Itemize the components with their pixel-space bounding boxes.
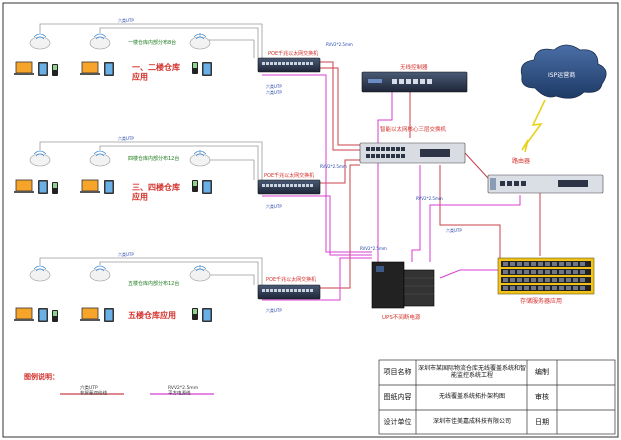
- cable-tag: RVV2*2.5mm: [320, 164, 347, 169]
- tablet-icon: [104, 308, 114, 322]
- tablet-icon: [202, 62, 212, 76]
- handheld-terminal-icon: [192, 180, 198, 192]
- tablet-icon: [104, 180, 114, 194]
- router: [487, 174, 604, 194]
- cable-tag: 六类UTP: [266, 89, 282, 95]
- switch-label: POE千兆以太网交换机: [266, 276, 316, 283]
- drawing-label: 图纸内容: [383, 393, 412, 402]
- isp-cloud-icon: [520, 44, 607, 99]
- tablet-icon: [38, 180, 48, 194]
- area-label: 五楼仓库应用: [128, 310, 176, 320]
- laptop-icon: [14, 307, 34, 321]
- access-point-icon: [29, 150, 51, 167]
- cable-tag: 六类UTP: [266, 83, 282, 89]
- cable-tag: 六类UTP: [118, 135, 134, 141]
- poe-switch: [257, 179, 321, 195]
- title-block: [378, 359, 616, 435]
- access-point-icon: [29, 265, 51, 282]
- tablet-icon: [38, 308, 48, 322]
- cable-tag: 六类UTP: [446, 227, 462, 233]
- cable-tag: RVV2*2.5mm: [360, 246, 387, 251]
- designer-label: 设计单位: [383, 417, 412, 426]
- legend-title: 图例说明：: [24, 372, 59, 381]
- tablet-icon: [38, 62, 48, 76]
- laptop-icon: [14, 61, 34, 75]
- project-name-value: 深圳市某国际物流仓库无线覆盖系统和智能监控系统工程: [418, 365, 527, 379]
- controller-label: 无线控制器: [400, 63, 428, 71]
- floor-1-group: 一楼仓库内部分布8台 一、二楼仓库应用 POE千兆以太网交换机: [14, 33, 321, 82]
- tablet-icon: [202, 180, 212, 194]
- laptop-icon: [80, 179, 100, 193]
- date-label: 日期: [535, 417, 549, 426]
- floor-2-group: 四楼仓库内部分布12台 三、四楼仓库应用 POE千兆以太网交换机: [14, 150, 321, 202]
- access-point-icon: [89, 33, 111, 50]
- tablet-icon: [202, 308, 212, 322]
- cloud-label: ISP运营商: [548, 71, 575, 79]
- ups-power-supply: [371, 261, 435, 309]
- handheld-terminal-icon: [192, 62, 198, 74]
- power-cables: [262, 74, 521, 301]
- switch-label: POE千兆以太网交换机: [268, 50, 318, 57]
- area-label: 三、四楼仓库应用: [132, 182, 180, 202]
- designer-value: 深圳市佳美嘉成科技有限公司: [432, 417, 511, 425]
- cable-tag: RVV2*2.5mm: [416, 196, 443, 201]
- area-label: 一、二楼仓库应用: [132, 62, 180, 82]
- access-point-icon: [89, 150, 111, 167]
- cable-tags: 六类UTP 六类UTP 六类UTP RVV2*2.5mm 六类UTP 六类UTP…: [118, 17, 462, 313]
- access-point-icon: [189, 150, 211, 167]
- handheld-terminal-icon: [52, 310, 58, 322]
- laptop-icon: [80, 61, 100, 75]
- handheld-terminal-icon: [192, 308, 198, 320]
- wireless-controller: [361, 71, 468, 93]
- floor-3-group: 五楼仓库内部分布12台 五楼仓库应用 POE千兆以太网交换机: [14, 265, 321, 322]
- access-point-icon: [29, 33, 51, 50]
- router-label: 路由器: [512, 157, 530, 165]
- ap-count-label: 四楼仓库内部分布12台: [128, 155, 179, 162]
- cable-tag: 六类UTP: [266, 203, 282, 209]
- drawing-value: 无线覆盖系统拓扑架构图: [438, 393, 505, 401]
- cable-tag: 六类UTP: [118, 17, 134, 23]
- wan-link-icon: [521, 99, 546, 153]
- ap-count-label: 一楼仓库内部分布8台: [128, 39, 176, 46]
- access-point-icon: [89, 265, 111, 282]
- storage-label: 存储服务器应用: [520, 297, 562, 305]
- core-switch: [359, 142, 466, 164]
- tablet-icon: [104, 62, 114, 76]
- access-point-icon: [189, 33, 211, 50]
- laptop-icon: [80, 307, 100, 321]
- handheld-terminal-icon: [52, 64, 58, 76]
- review-label: 审核: [535, 393, 549, 402]
- cable-tag: 六类UTP: [266, 307, 282, 313]
- project-name-label: 项目名称: [383, 368, 412, 377]
- utp-cables: [320, 61, 541, 289]
- poe-switch: [257, 57, 321, 73]
- storage-server: [497, 257, 595, 295]
- poe-switch: [257, 284, 321, 300]
- handheld-terminal-icon: [52, 182, 58, 194]
- access-point-icon: [189, 265, 211, 282]
- ap-count-label: 五楼仓库内部分布12台: [128, 280, 179, 287]
- laptop-icon: [14, 179, 34, 193]
- ups-label: UPS不间断电源: [382, 313, 421, 321]
- cable-tag: RVV2*2.5mm: [326, 42, 353, 47]
- cable-tag: 六类UTP: [118, 251, 134, 257]
- core-switch-label: 智能以太网核心三层交换机: [380, 125, 447, 133]
- draft-label: 编制: [535, 368, 549, 377]
- switch-label: POE千兆以太网交换机: [264, 172, 314, 179]
